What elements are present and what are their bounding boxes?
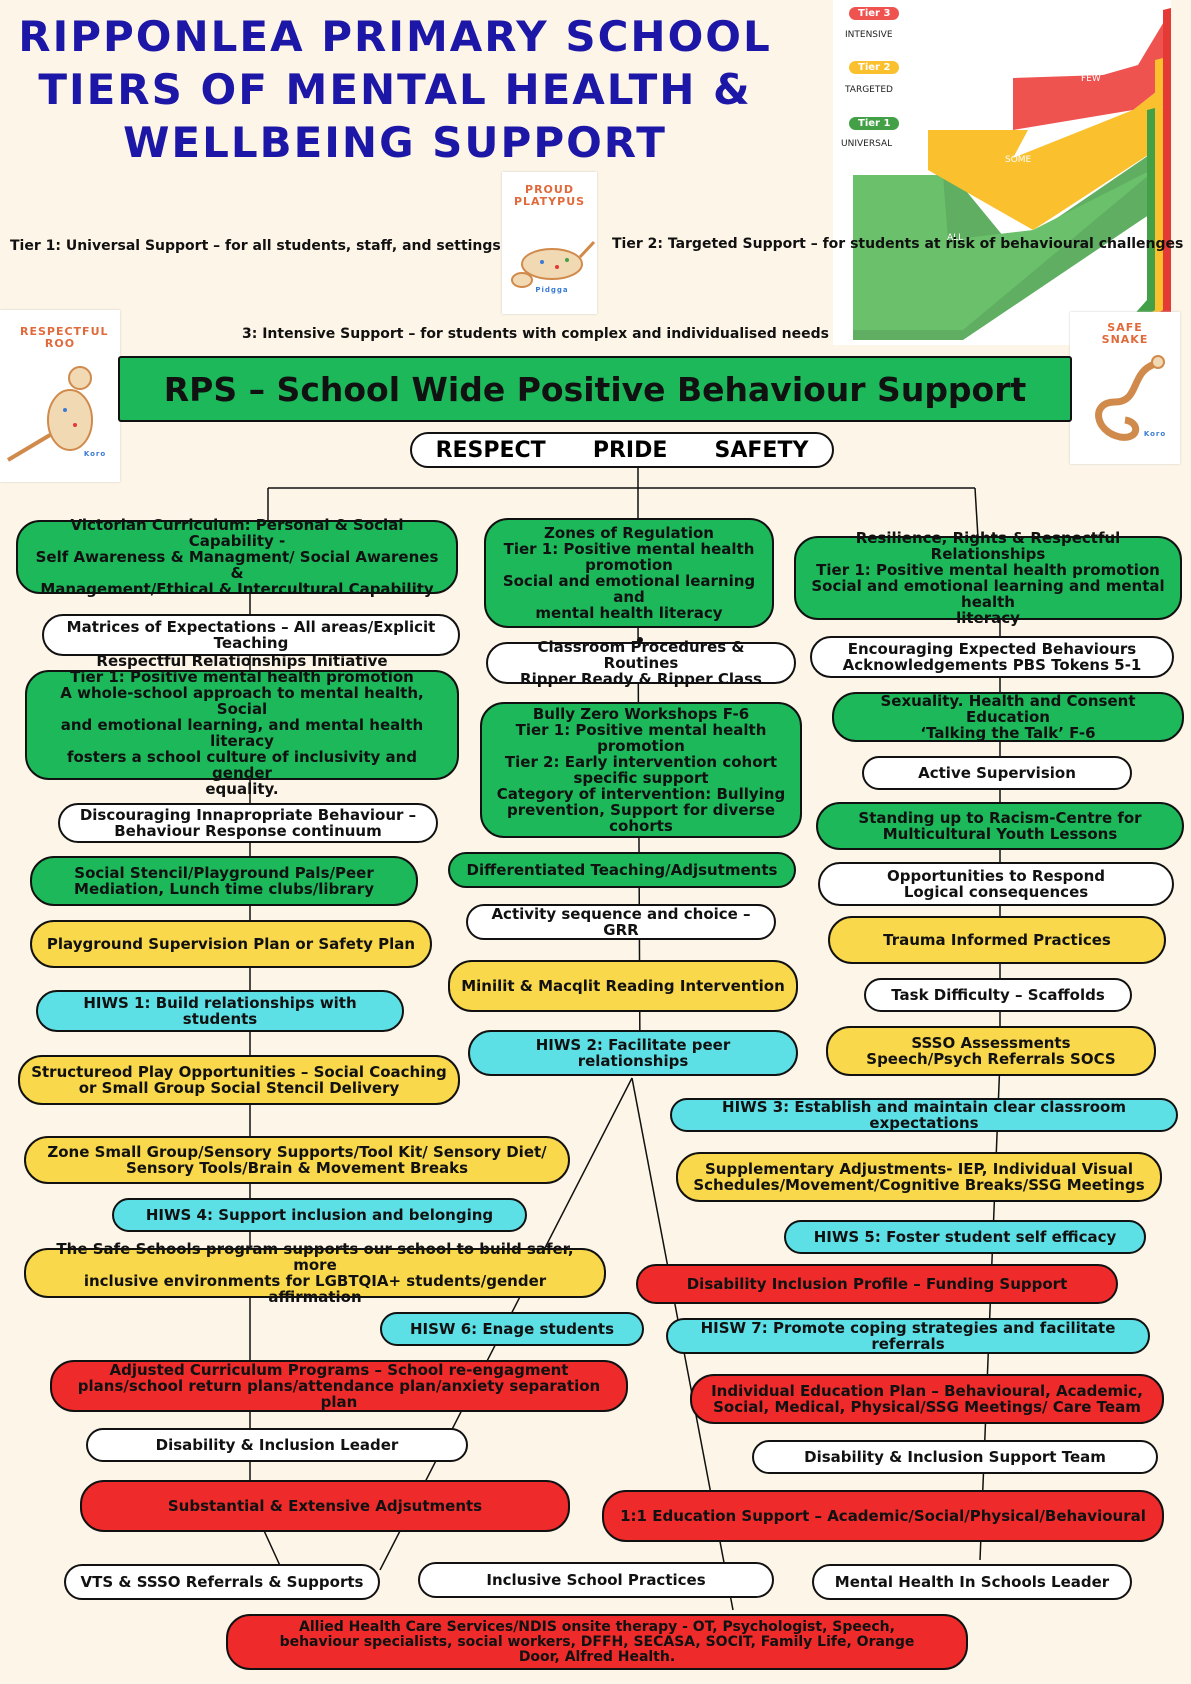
roo-title: RESPECTFUL ROO (20, 325, 109, 350)
left-safe-schools: The Safe Schools program supports our sc… (24, 1241, 606, 1305)
tier2-caption: Tier 2: Targeted Support – for students … (612, 236, 1184, 252)
right-mental-health-leader: Mental Health In Schools Leader (812, 1564, 1132, 1600)
value-respect: RESPECT (435, 437, 546, 463)
roo-tag: Koro (83, 450, 107, 458)
right-individual-education-plan: Individual Education Plan – Behavioural,… (690, 1374, 1164, 1424)
platypus-tag: Pidgga (535, 286, 569, 294)
right-task-difficulty: Task Difficulty – Scaffolds (864, 978, 1132, 1012)
title-line-1: RIPPONLEA PRIMARY SCHOOL (18, 12, 772, 61)
left-structured-play: Structureod Play Opportunities – Social … (18, 1055, 460, 1105)
tier3-reach: FEW (1081, 74, 1101, 84)
left-hiws-4: HIWS 4: Support inclusion and belonging (112, 1198, 527, 1232)
right-hiws-3: HIWS 3: Establish and maintain clear cla… (670, 1098, 1178, 1132)
left-victorian-curriculum: Victorian Curriculum: Personal & Social … (16, 517, 458, 597)
right-ssso-assessments: SSSO Assessments Speech/Psych Referrals … (826, 1026, 1156, 1076)
mid-hiws-2: HIWS 2: Facilitate peer relationships (468, 1030, 798, 1076)
mid-inclusive-practices: Inclusive School Practices (418, 1562, 774, 1598)
left-vts-ssso-referrals: VTS & SSSO Referrals & Supports (64, 1564, 380, 1600)
roo-icon (6, 366, 93, 462)
right-disability-profile: Disability Inclusion Profile – Funding S… (636, 1264, 1118, 1304)
right-hisw-7: HISW 7: Promote coping strategies and fa… (666, 1318, 1150, 1354)
left-adjusted-curriculum: Adjusted Curriculum Programs – School re… (50, 1360, 628, 1412)
left-substantial-adjustments: Substantial & Extensive Adjsutments (80, 1480, 570, 1532)
mid-classroom-procedures: Classroom Procedures & Routines Ripper R… (486, 639, 796, 687)
title-line-3: WELLBEING SUPPORT (123, 118, 667, 167)
mid-bully-zero: Bully Zero Workshops F-6 Tier 1: Positiv… (480, 702, 802, 838)
left-zone-small-group: Zone Small Group/Sensory Supports/Tool K… (24, 1136, 570, 1184)
pyramid-illustration (833, 8, 1171, 340)
tier3-badge: Tier 3 (849, 7, 900, 20)
platypus-icon (511, 240, 596, 288)
tier2-reach: SOME (1005, 155, 1032, 165)
tier3-caption: 3: Intensive Support – for students with… (242, 326, 829, 342)
tier1-caption: Tier 1: Universal Support – for all stud… (10, 238, 501, 254)
tier-pyramid: Tier 3 INTENSIVE FEW Tier 2 TARGETED SOM… (833, 0, 1171, 345)
left-social-stencil: Social Stencil/Playground Pals/Peer Medi… (30, 856, 418, 906)
mid-differentiated-teaching: Differentiated Teaching/Adjsutments (448, 852, 796, 888)
right-encouraging-behaviours: Encouraging Expected Behaviours Acknowle… (810, 636, 1174, 678)
rps-banner: RPS – School Wide Positive Behaviour Sup… (118, 356, 1072, 422)
right-sexuality-health: Sexuality. Health and Consent Education … (832, 692, 1184, 742)
right-opportunities-respond: Opportunities to Respond Logical consequ… (818, 862, 1174, 906)
right-hiws-5: HIWS 5: Foster student self efficacy (784, 1220, 1146, 1254)
left-playground-supervision: Playground Supervision Plan or Safety Pl… (30, 920, 432, 968)
left-discouraging-behaviour: Discouraging Innapropriate Behaviour – B… (58, 803, 438, 843)
page-title: RIPPONLEA PRIMARY SCHOOL TIERS OF MENTAL… (0, 10, 790, 169)
mid-activity-sequence: Activity sequence and choice – GRR (466, 904, 776, 940)
left-matrices-expectations: Matrices of Expectations – All areas/Exp… (42, 614, 460, 656)
value-safety: SAFETY (714, 437, 809, 463)
right-supplementary-adjustments: Supplementary Adjustments- IEP, Individu… (676, 1152, 1162, 1202)
safe-snake-card: SAFE SNAKE Koro (1070, 312, 1180, 464)
mid-minilit-macqlit: Minilit & Macqlit Reading Intervention (448, 960, 798, 1012)
respectful-roo-card: RESPECTFUL ROO Koro (0, 310, 120, 482)
snake-icon (1095, 355, 1165, 441)
mid-zones-of-regulation: Zones of Regulation Tier 1: Positive men… (484, 518, 774, 628)
tier1-reach: ALL (947, 233, 964, 243)
right-resilience-rights: Resilience, Rights & Respectful Relation… (794, 530, 1182, 626)
bottom-allied-health: Allied Health Care Services/NDIS onsite … (226, 1614, 968, 1670)
left-hiws-1: HIWS 1: Build relationships with student… (36, 990, 404, 1032)
tier1-badge: Tier 1 (849, 117, 900, 130)
left-respectful-relationships: Respectful Relationships Initiative Tier… (25, 653, 459, 797)
right-standing-up-racism: Standing up to Racism-Centre for Multicu… (816, 802, 1184, 850)
tier3-level: INTENSIVE (845, 30, 893, 40)
left-disability-leader: Disability & Inclusion Leader (86, 1428, 468, 1462)
right-disability-support-team: Disability & Inclusion Support Team (752, 1440, 1158, 1474)
platypus-title: PROUD PLATYPUS (513, 183, 586, 208)
right-active-supervision: Active Supervision (862, 756, 1132, 790)
right-one-to-one-support: 1:1 Education Support – Academic/Social/… (602, 1490, 1164, 1542)
snake-title: SAFE SNAKE (1101, 321, 1149, 346)
tier1-level: UNIVERSAL (841, 139, 893, 149)
value-pride: PRIDE (592, 437, 668, 463)
proud-platypus-card: PROUD PLATYPUS Pidgga (502, 172, 597, 314)
tier2-badge: Tier 2 (849, 61, 900, 74)
title-line-2: TIERS OF MENTAL HEALTH & (38, 65, 752, 114)
rps-values: RESPECT PRIDE SAFETY (410, 432, 834, 468)
snake-tag: Koro (1143, 430, 1167, 438)
left-hisw-6: HISW 6: Enage students (380, 1312, 644, 1346)
tier2-level: TARGETED (845, 85, 893, 95)
right-trauma-informed: Trauma Informed Practices (828, 916, 1166, 964)
